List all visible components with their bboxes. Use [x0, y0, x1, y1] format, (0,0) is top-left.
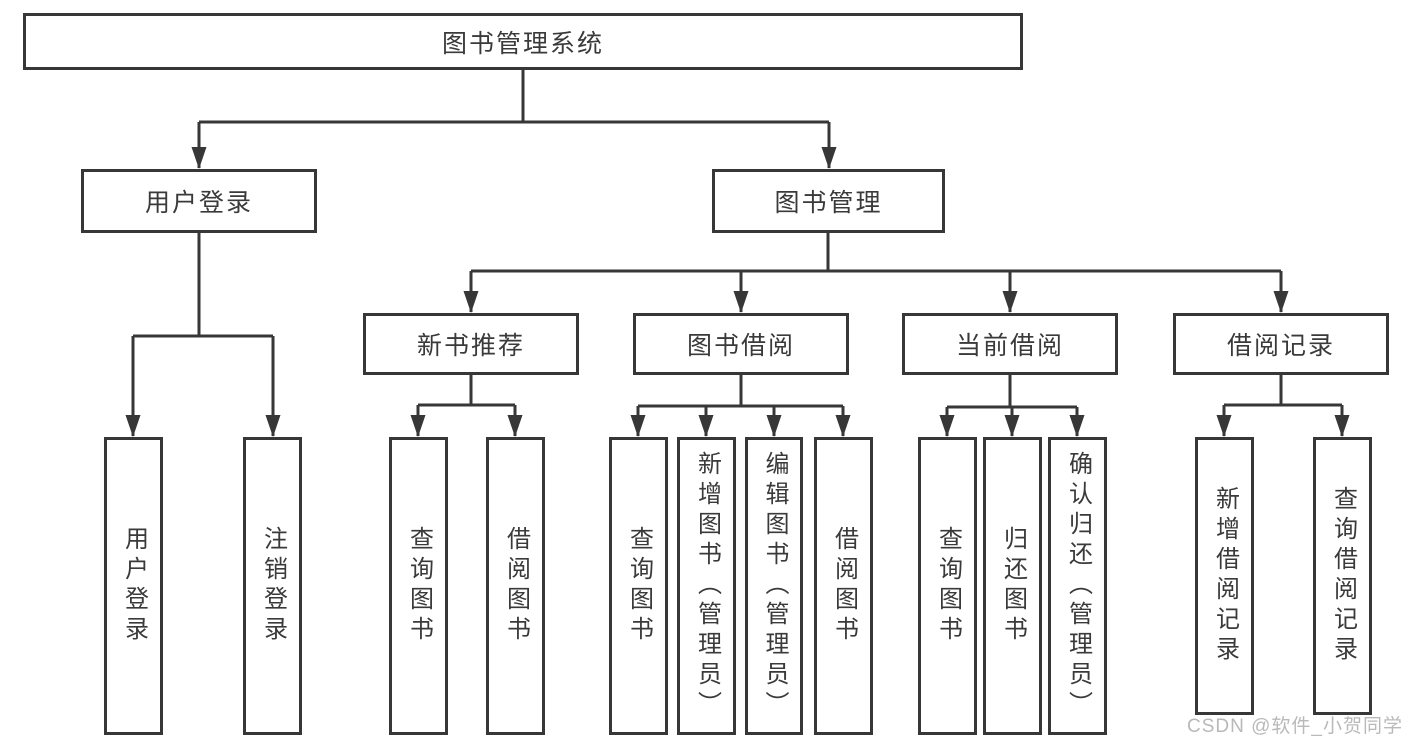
node-label: 图书管理 [774, 189, 883, 217]
node-current-borrowing: 当前借阅 [902, 313, 1118, 375]
leaf-borrow-book: 借阅图书 [814, 437, 873, 735]
node-label: 编辑图书（管理员） [761, 451, 788, 721]
node-label: 用户登录 [120, 526, 148, 646]
node-label: 查询借阅记录 [1329, 486, 1357, 666]
node-user-login: 用户登录 [81, 169, 317, 233]
node-label: 新书推荐 [416, 332, 525, 360]
node-label: 归还图书 [999, 526, 1027, 646]
node-borrowing-records: 借阅记录 [1173, 313, 1389, 375]
node-book-management: 图书管理 [712, 169, 945, 233]
node-label: 借阅图书 [502, 526, 530, 646]
leaf-query-book: 查询图书 [609, 437, 668, 735]
leaf-user-login: 用户登录 [104, 437, 163, 735]
node-book-borrowing: 图书借阅 [633, 313, 849, 375]
node-label: 查询图书 [625, 526, 653, 646]
node-new-book-recommend: 新书推荐 [363, 313, 579, 375]
leaf-confirm-return-admin: 确认归还（管理员） [1048, 437, 1107, 735]
node-label: 查询图书 [934, 526, 962, 646]
node-label: 当前借阅 [955, 332, 1064, 360]
leaf-logout: 注销登录 [243, 437, 302, 735]
node-label: 确认归还（管理员） [1064, 451, 1092, 721]
node-label: 借阅记录 [1226, 332, 1335, 360]
watermark: CSDN @软件_小贺同学 [1187, 716, 1403, 737]
leaf-return-book: 归还图书 [983, 437, 1042, 735]
node-label: 用户登录 [144, 189, 253, 217]
node-label: 新增借阅记录 [1211, 486, 1239, 666]
leaf-query-book: 查询图书 [918, 437, 977, 735]
node-library-management-system: 图书管理系统 [23, 13, 1023, 70]
leaf-borrow-book: 借阅图书 [486, 437, 545, 735]
leaf-add-book-admin: 新增图书（管理员） [677, 437, 736, 735]
leaf-query-book: 查询图书 [389, 437, 448, 735]
node-label: 借阅图书 [830, 526, 858, 646]
node-label: 注销登录 [259, 526, 287, 646]
leaf-add-borrow-record: 新增借阅记录 [1195, 437, 1254, 715]
node-label: 新增图书（管理员） [693, 451, 721, 721]
leaf-edit-book-admin: 编辑图书（管理员） [745, 437, 803, 735]
node-label: 图书管理系统 [441, 29, 604, 58]
leaf-query-borrow-record: 查询借阅记录 [1313, 437, 1372, 715]
node-label: 查询图书 [405, 526, 433, 646]
node-label: 图书借阅 [686, 332, 795, 360]
